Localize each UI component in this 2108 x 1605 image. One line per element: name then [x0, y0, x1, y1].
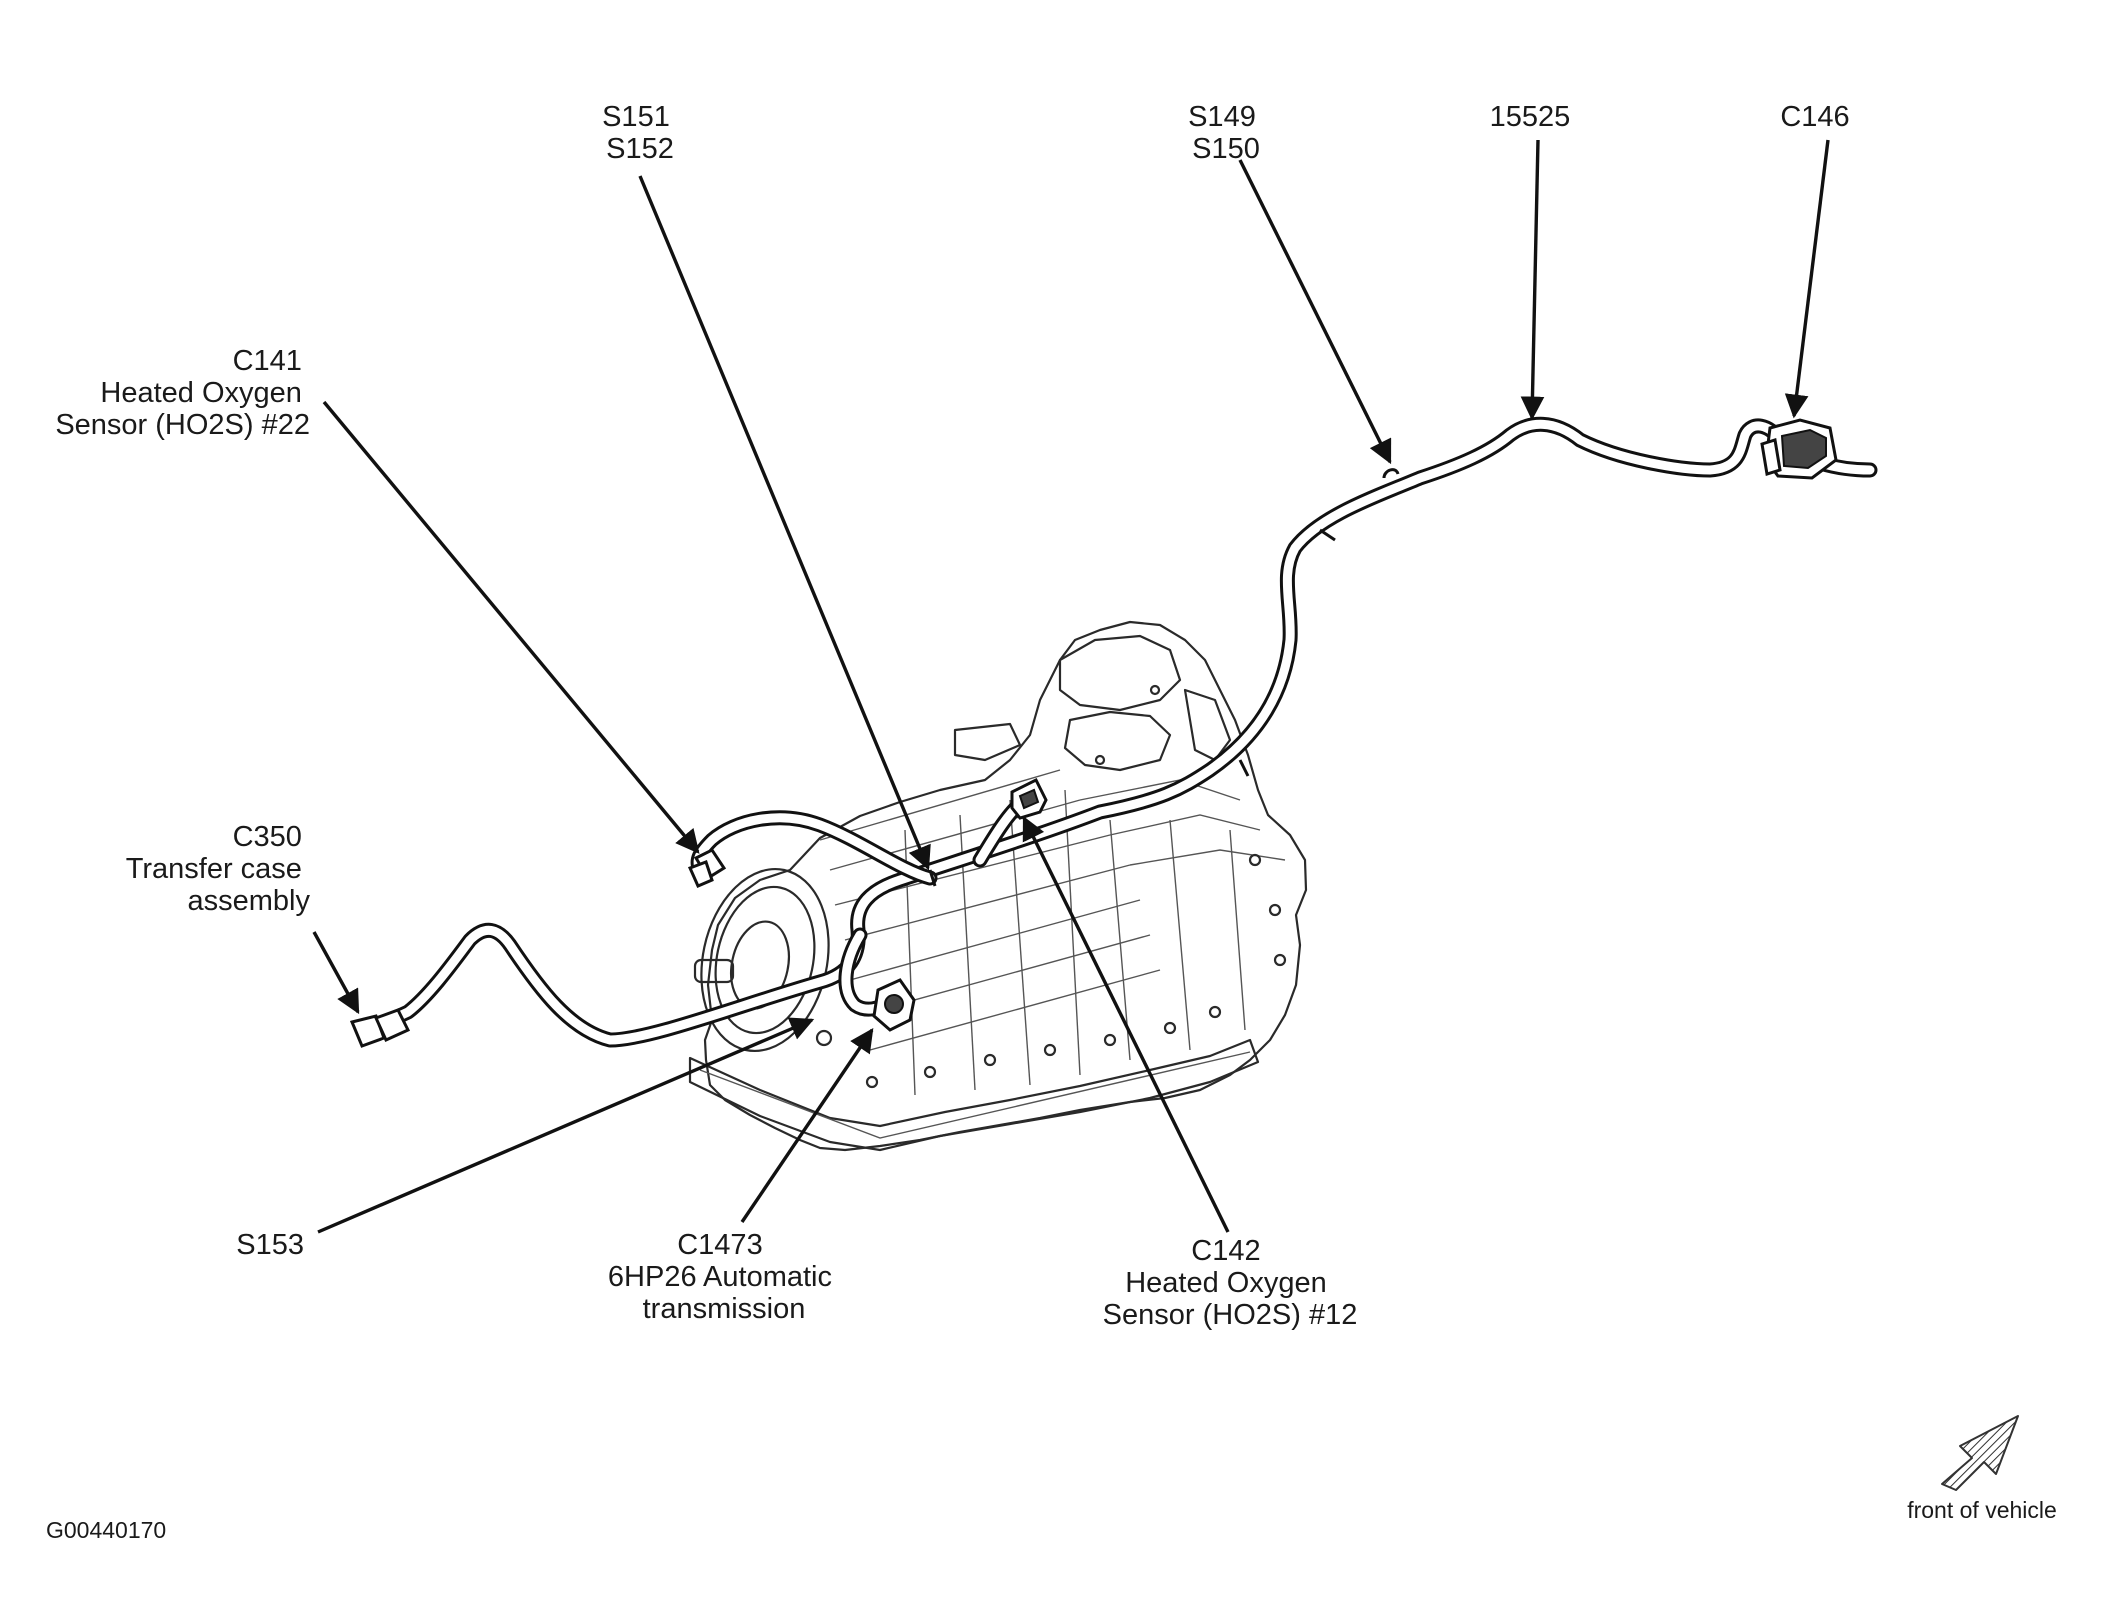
label-c142: C142 Heated Oxygen Sensor (HO2S) #12 [1103, 1235, 1358, 1331]
label-line: assembly [188, 885, 311, 917]
label-c141: C141 Heated Oxygen Sensor (HO2S) #22 [55, 345, 310, 441]
connector-c350 [349, 1008, 411, 1048]
label-line: C350 [233, 821, 302, 853]
label-line: C141 [233, 345, 302, 377]
label-line: Sensor (HO2S) #12 [1103, 1299, 1358, 1331]
wiring-harness-15525 [372, 416, 1878, 1048]
label-s151-s152: S151 S152 [602, 101, 678, 165]
leader-lines [312, 139, 1830, 1234]
hatched-arrow-icon [1941, 1415, 2019, 1491]
leader-c1473 [740, 1028, 874, 1223]
label-line: S152 [606, 133, 674, 165]
leader-s153 [317, 1017, 815, 1234]
label-line: S149 [1188, 101, 1256, 133]
label-line: S153 [236, 1229, 304, 1261]
label-s149-s150: S149 S150 [1188, 101, 1264, 165]
leader-c146 [1784, 139, 1830, 419]
label-line: C1473 [677, 1229, 762, 1261]
label-line: Heated Oxygen [1125, 1267, 1327, 1299]
figure-id: G00440170 [46, 1517, 166, 1543]
label-line: 15525 [1490, 101, 1571, 133]
label-15525: 15525 [1490, 101, 1571, 133]
label-c146: C146 [1780, 101, 1849, 133]
label-line: transmission [643, 1293, 806, 1325]
label-line: Transfer case [126, 853, 302, 885]
label-line: C146 [1780, 101, 1849, 133]
leader-c142 [1022, 815, 1230, 1233]
leader-s149-s150 [1238, 159, 1392, 465]
leader-s151-s152 [638, 175, 931, 871]
label-line: S150 [1192, 133, 1260, 165]
leader-c141 [322, 400, 700, 854]
label-c350: C350 Transfer case assembly [126, 821, 311, 917]
connector-c142 [1010, 777, 1048, 820]
connector-c146 [1760, 418, 1838, 480]
front-of-vehicle-label: front of vehicle [1907, 1497, 2057, 1523]
label-line: S151 [602, 101, 670, 133]
connector-c141 [687, 848, 727, 888]
label-s153: S153 [236, 1229, 304, 1261]
label-line: Heated Oxygen [100, 377, 302, 409]
label-line: Sensor (HO2S) #22 [55, 409, 310, 441]
leader-15525 [1520, 139, 1545, 421]
label-line: C142 [1191, 1235, 1260, 1267]
label-c1473: C1473 6HP26 Automatic transmission [608, 1229, 840, 1325]
transmission-assembly [688, 620, 1308, 1152]
leader-c350 [312, 931, 360, 1015]
label-line: 6HP26 Automatic [608, 1261, 832, 1293]
connector-c1473 [872, 978, 916, 1032]
